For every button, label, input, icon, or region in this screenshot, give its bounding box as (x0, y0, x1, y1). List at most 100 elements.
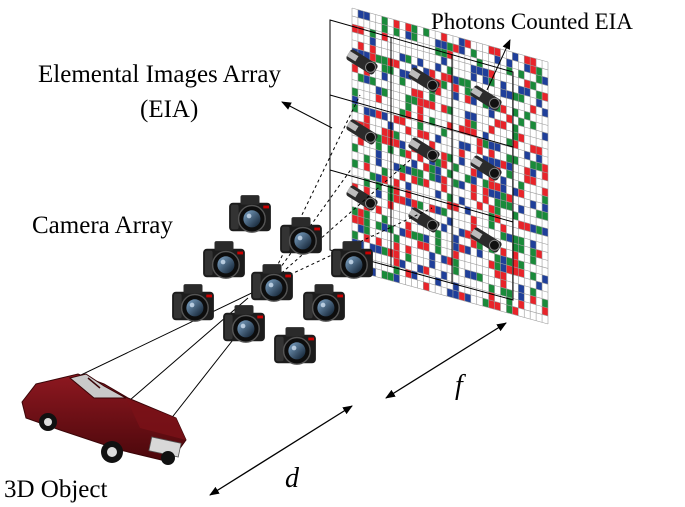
photon-pixel (452, 258, 459, 268)
photon-pixel (464, 94, 471, 105)
photon-pixel (369, 28, 376, 39)
photon-pixel (417, 232, 424, 242)
photon-pixel (464, 174, 471, 184)
photon-pixel (375, 54, 382, 64)
photon-pixel (542, 227, 548, 237)
photon-pixel (435, 165, 442, 176)
photon-pixel (530, 223, 537, 234)
photon-pixel (447, 42, 453, 52)
object-label: 3D Object (4, 476, 108, 503)
photon-pixel (375, 220, 382, 231)
photon-pixel (464, 78, 471, 89)
photon-pixel (399, 171, 406, 182)
photon-pixel (464, 229, 471, 240)
photon-pixel (500, 247, 507, 257)
photon-pixel (488, 212, 495, 222)
photon-pixel (393, 194, 400, 204)
photon-pixel (352, 214, 358, 224)
photon-pixel (441, 48, 448, 58)
photon-pixel (512, 242, 519, 253)
photon-pixel (494, 253, 501, 264)
camera-icon (172, 284, 214, 322)
eia-abbrev-label: (EIA) (140, 96, 199, 123)
photon-pixel (458, 196, 465, 206)
photon-pixel (482, 67, 489, 78)
photon-pixel (506, 114, 513, 124)
photon-pixel (393, 114, 400, 125)
photon-pixel (441, 175, 448, 186)
photon-pixel (381, 16, 388, 26)
photon-pixel (542, 171, 548, 182)
photon-pixel (464, 39, 471, 49)
photon-pixel (536, 146, 543, 156)
photon-pixel (435, 237, 442, 247)
photon-pixel (488, 220, 495, 230)
photon-pixel (393, 59, 400, 69)
photon-pixel (381, 24, 388, 34)
photon-pixel (423, 27, 430, 38)
photon-pixel (417, 57, 424, 68)
photon-pixel (387, 271, 394, 282)
photon-pixel (381, 71, 388, 82)
photon-pixel (369, 171, 376, 182)
photon-pixel (452, 250, 459, 260)
photon-pixel (393, 27, 400, 37)
photon-pixel (399, 195, 406, 206)
photon-pixel (411, 24, 418, 34)
photon-pixel (488, 45, 495, 56)
photon-pixel (375, 86, 382, 96)
photon-pixel (405, 54, 412, 65)
photon-pixel (470, 191, 477, 202)
photon-pixel (429, 92, 436, 103)
photon-pixel (476, 137, 483, 148)
photon-pixel (441, 151, 448, 162)
photon-pixel (524, 166, 531, 177)
photon-pixel (512, 306, 519, 316)
camera-icon (203, 241, 245, 279)
photon-pixel (464, 86, 471, 97)
photon-pixel (447, 192, 453, 203)
photon-pixel (405, 252, 412, 263)
photon-pixel (518, 244, 525, 254)
photon-pixel (405, 22, 412, 33)
photon-pixel (500, 271, 507, 281)
photon-pixel (452, 178, 459, 189)
photon-pixel (536, 98, 543, 108)
photon-pixel (381, 135, 388, 145)
photon-pixel (512, 155, 519, 165)
photon-pixel (435, 229, 442, 239)
photon-pixel (518, 133, 525, 143)
camera-icon (470, 85, 502, 111)
photon-pixel (506, 153, 513, 164)
photon-pixel (536, 209, 543, 220)
photon-pixel (411, 95, 418, 106)
photon-pixel (375, 236, 382, 247)
photon-pixel (363, 11, 370, 21)
photon-pixel (423, 234, 430, 244)
photon-pixel (447, 105, 453, 116)
photon-pixel (447, 153, 453, 163)
photon-pixel (381, 167, 388, 177)
photon-pixel (357, 73, 364, 83)
photon-pixel (536, 249, 543, 259)
photon-pixel (352, 103, 358, 113)
photon-pixel (530, 287, 537, 297)
photon-pixel (536, 281, 543, 291)
photon-pixel (512, 187, 519, 197)
photon-pixel (423, 281, 430, 292)
photon-pixel (435, 46, 442, 57)
photon-pixel (494, 55, 501, 65)
photon-pixel (536, 154, 543, 164)
photon-pixel (458, 243, 465, 254)
photon-pixel (464, 245, 471, 256)
photon-pixel (470, 96, 477, 106)
photon-pixel (363, 154, 370, 164)
photon-pixel (542, 92, 548, 102)
photon-pixel (470, 72, 477, 83)
photon-pixel (352, 206, 358, 217)
photon-pixel (393, 162, 400, 172)
photon-pixel (476, 248, 483, 259)
photon-pixel (542, 76, 548, 86)
photon-pixel (494, 198, 501, 208)
